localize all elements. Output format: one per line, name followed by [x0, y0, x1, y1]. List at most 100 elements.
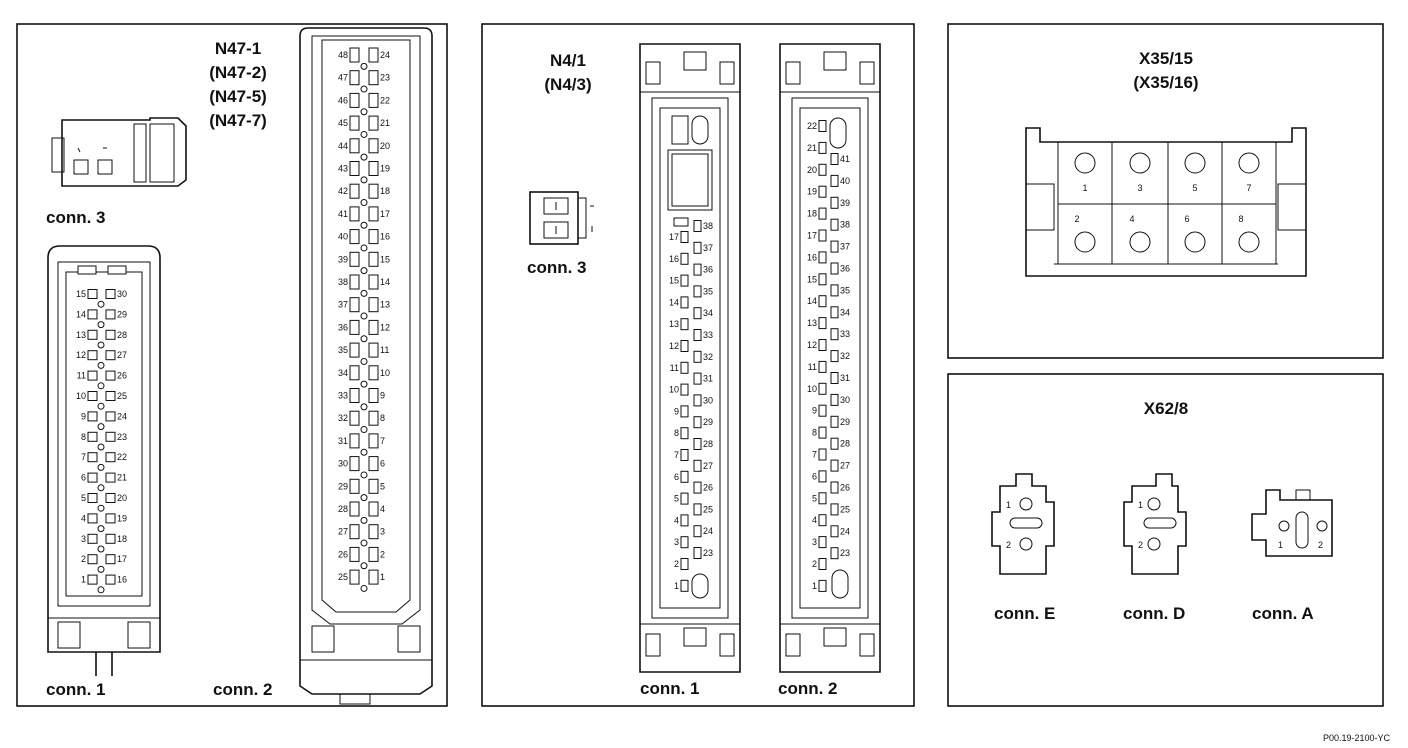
- chain-link: [97, 321, 105, 329]
- chain-link: [360, 244, 368, 252]
- terminal-slot: [105, 574, 116, 585]
- terminal-slot: [830, 547, 839, 560]
- pin-number: 11: [380, 345, 389, 355]
- pin-number: 12: [807, 340, 817, 350]
- pin-number: 27: [117, 350, 127, 360]
- terminal-slot: [693, 547, 702, 559]
- pin-number: 8: [674, 428, 679, 438]
- terminal-slot: [368, 342, 379, 358]
- pin-number: 29: [840, 417, 850, 427]
- pin-socket: [1129, 152, 1151, 174]
- chain-link: [97, 361, 105, 369]
- pin-number: 6: [380, 459, 385, 469]
- terminal-slot: [349, 388, 360, 403]
- pin-number: 19: [117, 513, 127, 523]
- n4-conn3-label: conn. 3: [527, 258, 587, 277]
- pin-number: 36: [840, 264, 850, 274]
- terminal-slot: [368, 115, 379, 131]
- pin-number: 1: [81, 575, 86, 585]
- terminal-slot: [349, 70, 360, 86]
- terminal-slot: [830, 262, 839, 275]
- pin-number: 30: [117, 289, 127, 299]
- n47-model-2: (N47-2): [209, 63, 267, 82]
- chain-link: [97, 300, 105, 308]
- chain-link: [360, 380, 368, 388]
- terminal-slot: [818, 317, 827, 330]
- n47-conn1-shape: [47, 245, 161, 676]
- pin-number: 1: [1082, 183, 1087, 193]
- terminal-slot: [818, 229, 827, 242]
- pin-number: 16: [380, 232, 390, 242]
- n4-conn1-shape: [639, 43, 741, 673]
- pin-number: 33: [338, 391, 348, 401]
- terminal-slot: [818, 163, 827, 176]
- terminal-slot: [830, 437, 839, 450]
- pin-number: 8: [380, 413, 385, 423]
- terminal-slot: [830, 284, 839, 297]
- pin-socket: [1184, 231, 1206, 253]
- pin-number: 37: [840, 242, 850, 252]
- pin-number: 7: [812, 450, 817, 460]
- pin-number: 25: [117, 391, 127, 401]
- pin-number: 26: [117, 371, 127, 381]
- terminal-slot: [349, 456, 360, 472]
- pin-socket: [1074, 152, 1096, 174]
- pin-number: 6: [1184, 214, 1189, 224]
- pin-number: 30: [338, 459, 348, 469]
- terminal-slot: [680, 361, 689, 374]
- pin-number: 6: [812, 471, 817, 481]
- n4-model-lines: N4/1 (N4/3): [544, 51, 591, 94]
- terminal-slot: [368, 70, 379, 86]
- pin-number: 12: [76, 350, 86, 360]
- terminal-slot: [680, 252, 689, 265]
- terminal-slot: [87, 309, 98, 320]
- terminal-slot: [349, 92, 360, 108]
- terminal-slot: [105, 370, 116, 381]
- chain-link: [360, 516, 368, 524]
- pin-number: 8: [812, 428, 817, 438]
- pin-number: 3: [380, 527, 385, 537]
- terminal-slot: [368, 138, 379, 154]
- terminal-slot: [830, 196, 839, 209]
- terminal-slot: [105, 493, 116, 503]
- x35-model-lines: X35/15 (X35/16): [1133, 49, 1198, 92]
- pin-number: 3: [812, 537, 817, 547]
- pin-number: 35: [703, 286, 713, 296]
- terminal-slot: [830, 218, 839, 231]
- pin-number: 4: [81, 513, 86, 523]
- chain-link: [360, 267, 368, 275]
- pin-number: 2: [1074, 214, 1079, 224]
- chain-link: [97, 402, 105, 410]
- chain-link: [360, 289, 368, 297]
- pin-number: 20: [117, 493, 127, 503]
- pin-number: 21: [807, 143, 817, 153]
- terminal-slot: [693, 329, 702, 341]
- pin-number: 36: [703, 265, 713, 275]
- pin-number: 10: [76, 391, 86, 401]
- terminal-slot: [830, 372, 839, 384]
- panel-n4: [481, 23, 915, 707]
- chain-link: [97, 565, 105, 573]
- pin-number: 5: [380, 481, 385, 491]
- pin-number: 47: [338, 73, 348, 83]
- pin-number: 18: [807, 209, 817, 219]
- terminal-slot: [105, 472, 116, 483]
- pin-number: 23: [703, 548, 713, 558]
- x62-connD-pin-2: 2: [1138, 540, 1143, 550]
- chain-link: [360, 62, 368, 70]
- pin-number: 2: [81, 554, 86, 564]
- terminal-slot: [349, 319, 360, 335]
- terminal-slot: [680, 340, 689, 352]
- terminal-slot: [87, 431, 98, 442]
- chain-link: [360, 335, 368, 343]
- n4-conn3-shape: [529, 191, 594, 245]
- pin-number: 15: [807, 274, 817, 284]
- pin-number: 7: [380, 436, 385, 446]
- pin-number: 28: [117, 330, 127, 340]
- chain-link: [97, 423, 105, 431]
- terminal-slot: [693, 220, 702, 232]
- terminal-slot: [830, 525, 839, 538]
- terminal-slot: [680, 274, 689, 287]
- x62-connA-shape: [1251, 489, 1333, 557]
